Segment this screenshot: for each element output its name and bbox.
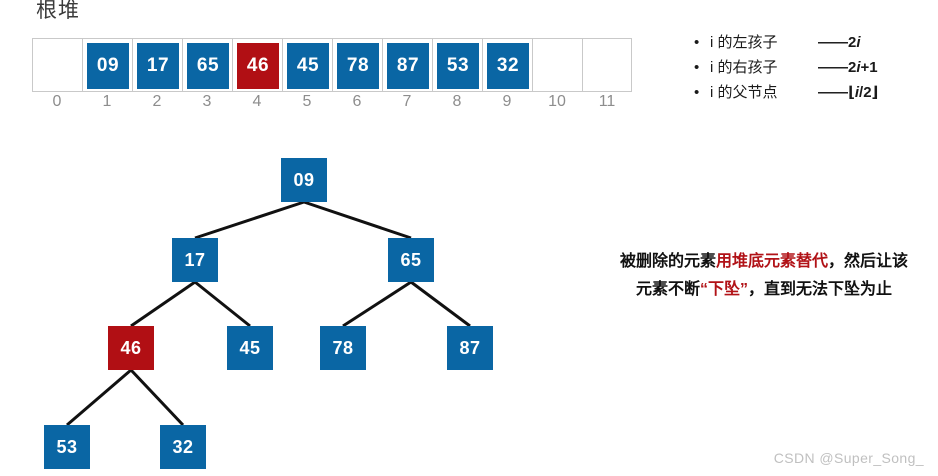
array-cell-7: 87 (382, 38, 432, 92)
legend-formula: ——⌊i/2⌋ (818, 84, 879, 101)
array-cell-10 (532, 38, 582, 92)
legend-term: i 的左孩子 (710, 34, 778, 51)
legend-formula: ——2i (818, 34, 861, 51)
annotation-line1-emphasis: 用堆底元素替代 (715, 253, 828, 270)
tree-node-2: 17 (172, 238, 218, 282)
array-cell-value: 87 (387, 43, 429, 89)
legend-term: i 的右孩子 (710, 59, 778, 76)
annotation-line1-text-a: 被删除的元素 (619, 253, 716, 270)
heap-array-index-row: 0 1 2 3 4 5 6 7 8 9 10 11 (32, 93, 632, 111)
array-index-label-2: 2 (152, 93, 162, 110)
tree-edge-3-7 (410, 280, 471, 328)
array-index-label-11: 11 (598, 93, 616, 110)
annotation-line2-text-a: 元素不断 (635, 281, 700, 298)
annotation-line-1: 被删除的元素用堆底元素替代，然后让该 (598, 248, 930, 276)
array-index-label-1: 1 (102, 93, 112, 110)
legend-row-2: • i 的右孩子 ——2i+1 (694, 55, 878, 80)
array-index-label-5: 5 (302, 93, 312, 110)
annotation-line1-text-b: ，然后让该 (828, 253, 909, 270)
heap-tree-diagram: 09 17 65 46 45 78 87 53 32 (44, 158, 493, 469)
array-index-label-6: 6 (352, 93, 362, 110)
legend-formula: ——2i+1 (818, 59, 878, 76)
tree-edge-1-2 (194, 200, 305, 240)
tree-node-7: 87 (447, 326, 493, 370)
legend-row-3: • i 的父节点 ——⌊i/2⌋ (694, 80, 878, 105)
array-index-label-9: 9 (502, 93, 512, 110)
tree-edge-lines (66, 200, 471, 427)
annotation-line2-text-b: ，直到无法下坠为止 (748, 281, 893, 298)
array-index-label-4: 4 (252, 93, 262, 110)
bullet-icon: • (694, 84, 700, 101)
array-cell-3: 65 (182, 38, 232, 92)
watermark: CSDN @Super_Song_ (773, 450, 924, 466)
array-index-label-10: 10 (548, 93, 566, 110)
array-cell-value: 17 (137, 43, 179, 89)
array-cell-value: 65 (187, 43, 229, 89)
array-index-label-0: 0 (52, 93, 62, 110)
array-cell-value: 78 (337, 43, 379, 89)
tree-node-6: 78 (320, 326, 366, 370)
array-cell-4: 46 (232, 38, 282, 92)
array-cell-1: 09 (82, 38, 132, 92)
array-cell-5: 45 (282, 38, 332, 92)
tree-edge-2-4 (130, 280, 196, 328)
tree-node-5: 45 (227, 326, 273, 370)
array-cell-value: 32 (487, 43, 529, 89)
page-title: 根堆 (36, 0, 80, 22)
tree-node-1: 09 (281, 158, 327, 202)
array-cell-value: 45 (287, 43, 329, 89)
tree-edge-1-3 (303, 200, 412, 240)
array-cell-11 (582, 38, 632, 92)
legend-term: i 的父节点 (710, 84, 778, 101)
tree-node-3: 65 (388, 238, 434, 282)
annotation-line2-emphasis: “下坠” (699, 281, 748, 298)
bullet-icon: • (694, 59, 700, 76)
array-cell-0 (32, 38, 82, 92)
tree-node-9: 32 (160, 425, 206, 469)
tree-edge-4-9 (129, 368, 185, 427)
delete-operation-note: 被删除的元素用堆底元素替代，然后让该 元素不断“下坠”，直到无法下坠为止 (598, 248, 930, 304)
array-cell-value: 46 (237, 43, 279, 89)
tree-node-4: 46 (108, 326, 154, 370)
tree-edge-4-8 (66, 368, 132, 427)
annotation-line-2: 元素不断“下坠”，直到无法下坠为止 (598, 276, 930, 304)
array-cell-9: 32 (482, 38, 532, 92)
array-cell-value: 53 (437, 43, 479, 89)
tree-edge-3-6 (342, 280, 412, 328)
index-formula-legend: • i 的左孩子 ——2i • i 的右孩子 ——2i+1 • i 的父节点 ——⌊i/2⌋ (694, 30, 878, 105)
array-cell-6: 78 (332, 38, 382, 92)
array-index-label-7: 7 (402, 93, 412, 110)
tree-edge-2-5 (194, 280, 251, 328)
array-index-label-8: 8 (452, 93, 462, 110)
array-index-label-3: 3 (202, 93, 212, 110)
array-cell-8: 53 (432, 38, 482, 92)
array-cell-value: 09 (87, 43, 129, 89)
legend-row-1: • i 的左孩子 ——2i (694, 30, 878, 55)
tree-node-8: 53 (44, 425, 90, 469)
array-cell-2: 17 (132, 38, 182, 92)
bullet-icon: • (694, 34, 700, 51)
